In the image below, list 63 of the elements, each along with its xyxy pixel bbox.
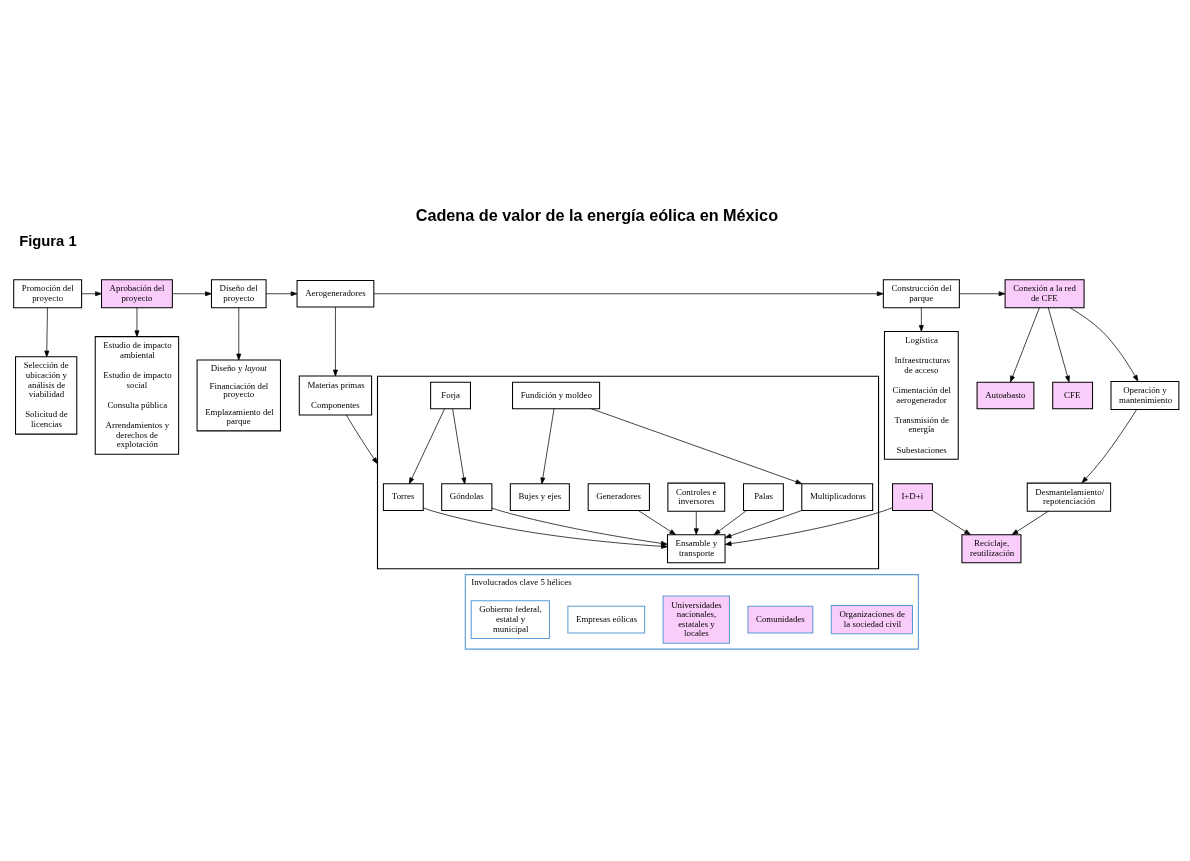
arrow xyxy=(724,507,893,546)
node-box: Palas xyxy=(743,483,784,511)
node-box: Estudio de impacto ambiental Estudio de impacto social Consulta pública Arrendamientos y derechos de explotación xyxy=(94,336,180,455)
arrow xyxy=(724,510,802,539)
node-box: Góndolas xyxy=(441,483,493,511)
node-box: Aprobación del proyecto xyxy=(101,279,173,309)
arrow xyxy=(81,291,102,297)
node-box: Multiplicadoras xyxy=(801,483,874,511)
arrow xyxy=(959,291,1006,297)
node-box: Operación y mantenimiento xyxy=(1110,380,1180,410)
label: Figura 1 xyxy=(19,232,77,249)
arrow xyxy=(1069,307,1139,382)
node-box: Bujes y ejes xyxy=(509,483,570,511)
arrow xyxy=(1010,307,1040,383)
arrow xyxy=(373,291,884,297)
node-box: Aerogeneradores xyxy=(296,279,375,308)
arrow xyxy=(540,408,555,485)
node-box: Construcción del parque xyxy=(882,279,960,309)
node-box: Generadores xyxy=(587,483,650,511)
node-box: Torres xyxy=(382,483,424,511)
cluster xyxy=(376,375,880,570)
diagram-title: Cadena de valor de la energía eólica en México xyxy=(415,206,779,225)
node-box: Desmantelamiento/ repotenciación xyxy=(1026,482,1112,512)
node-box: Promoción del proyecto xyxy=(13,279,83,309)
arrow xyxy=(932,510,971,536)
arrow xyxy=(44,307,50,358)
arrow xyxy=(1047,307,1070,383)
arrow xyxy=(408,408,445,485)
node-box: I+D+i xyxy=(892,483,933,511)
arrow xyxy=(423,507,668,549)
arrow xyxy=(491,507,668,546)
node-box: Comunidades xyxy=(747,605,814,634)
arrow xyxy=(452,408,467,485)
node-box: Materias primas Componentes xyxy=(298,375,373,416)
arrow xyxy=(333,306,338,377)
node-box: Empresas eólicas xyxy=(567,605,646,634)
arrow xyxy=(638,510,676,536)
node-box: Autoabasto xyxy=(976,381,1035,410)
node-box: Diseño y layout Financiación del proyecto Emplazamiento del parque xyxy=(196,359,281,432)
arrow xyxy=(693,510,699,535)
node-box: Selección de ubicación y análisis de viabilidad Solicitud de licencias xyxy=(15,356,78,435)
node-box: Fundición y moldeo xyxy=(512,381,601,410)
arrow xyxy=(713,510,747,536)
node-box: Reciclaje, reutilización xyxy=(961,534,1022,564)
arrow xyxy=(265,291,298,297)
node-box: Ensamble y transporte xyxy=(667,534,726,564)
node-box: Conexión a la red de CFE xyxy=(1004,279,1085,309)
node-box: Organizaciones de la sociedad civil xyxy=(830,605,913,635)
node-box: Universidades nacionales, estatales y locales xyxy=(662,595,730,644)
node-box: Diseño del proyecto xyxy=(210,279,267,309)
arrow xyxy=(134,307,140,338)
node-box: Gobierno federal, estatal y municipal xyxy=(470,600,550,639)
arrow xyxy=(236,307,242,361)
arrow xyxy=(1011,510,1049,536)
node-box: Logística Infraestructuras de acceso Cimentación del aerogenerador Transmisión de energía Subestaciones xyxy=(883,331,959,460)
arrow xyxy=(172,291,212,297)
node-box: CFE xyxy=(1052,381,1094,410)
arrow xyxy=(345,414,378,465)
node-box: Forja xyxy=(430,381,471,410)
node-box: Controles e inversores xyxy=(667,482,726,512)
arrow xyxy=(918,307,924,332)
arrow xyxy=(1081,409,1137,484)
arrow xyxy=(591,408,803,485)
